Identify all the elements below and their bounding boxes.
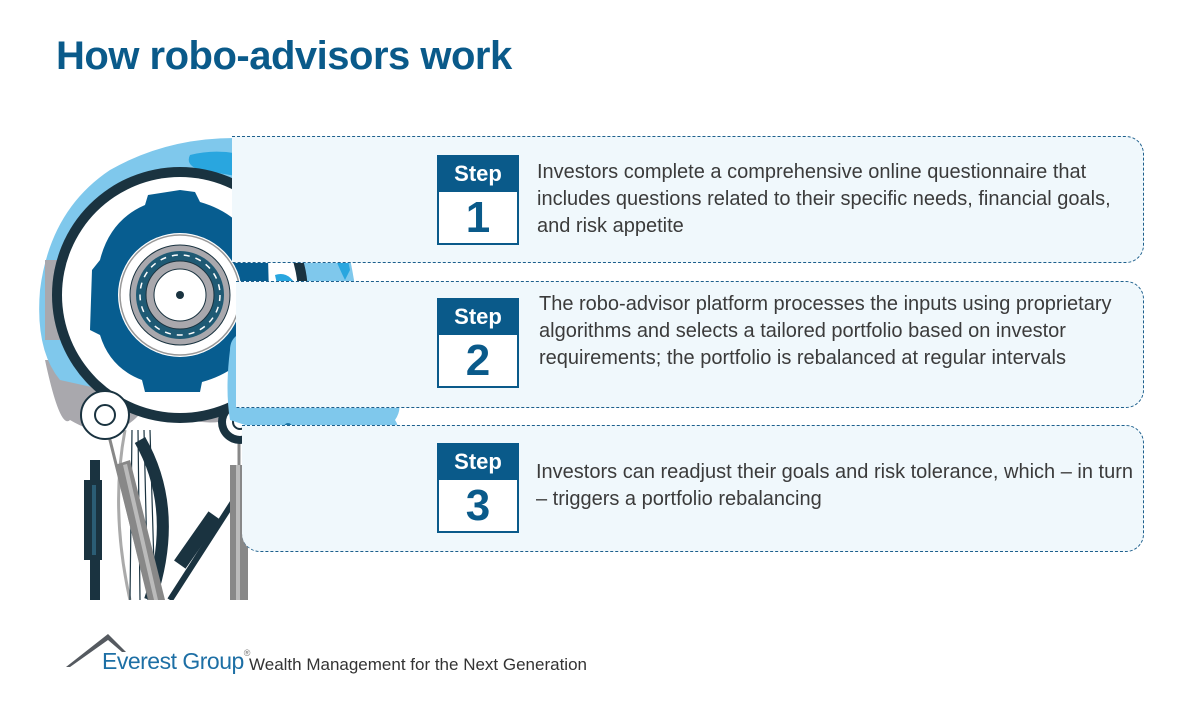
step-3-description: Investors can readjust their goals and r…	[536, 461, 1133, 510]
mountain-peak-logo-icon	[66, 634, 126, 667]
brand-name: Everest Group	[102, 648, 244, 674]
registered-mark: ®	[243, 648, 251, 658]
step-3-badge: Step 3	[437, 443, 519, 533]
step-label: Step	[437, 155, 519, 192]
step-label: Step	[437, 298, 519, 335]
step-number: 3	[437, 480, 519, 533]
step-1-description: Investors complete a comprehensive onlin…	[537, 161, 1111, 237]
page-title: How robo-advisors work	[56, 34, 512, 78]
step-3-card: Step 3 Investors can readjust their goal…	[242, 425, 1144, 552]
step-number: 2	[437, 335, 519, 388]
brand-logo: Everest Group®	[102, 648, 250, 675]
step-2-badge: Step 2	[437, 298, 519, 388]
step-2-card: Step 2 The robo-advisor platform process…	[236, 281, 1144, 408]
step-1-card: Step 1 Investors complete a comprehensiv…	[232, 136, 1144, 263]
step-number: 1	[437, 192, 519, 245]
report-subtitle: Wealth Management for the Next Generatio…	[249, 655, 587, 674]
step-1-badge: Step 1	[437, 155, 519, 245]
step-2-description: The robo-advisor platform processes the …	[539, 293, 1112, 369]
step-label: Step	[437, 443, 519, 480]
